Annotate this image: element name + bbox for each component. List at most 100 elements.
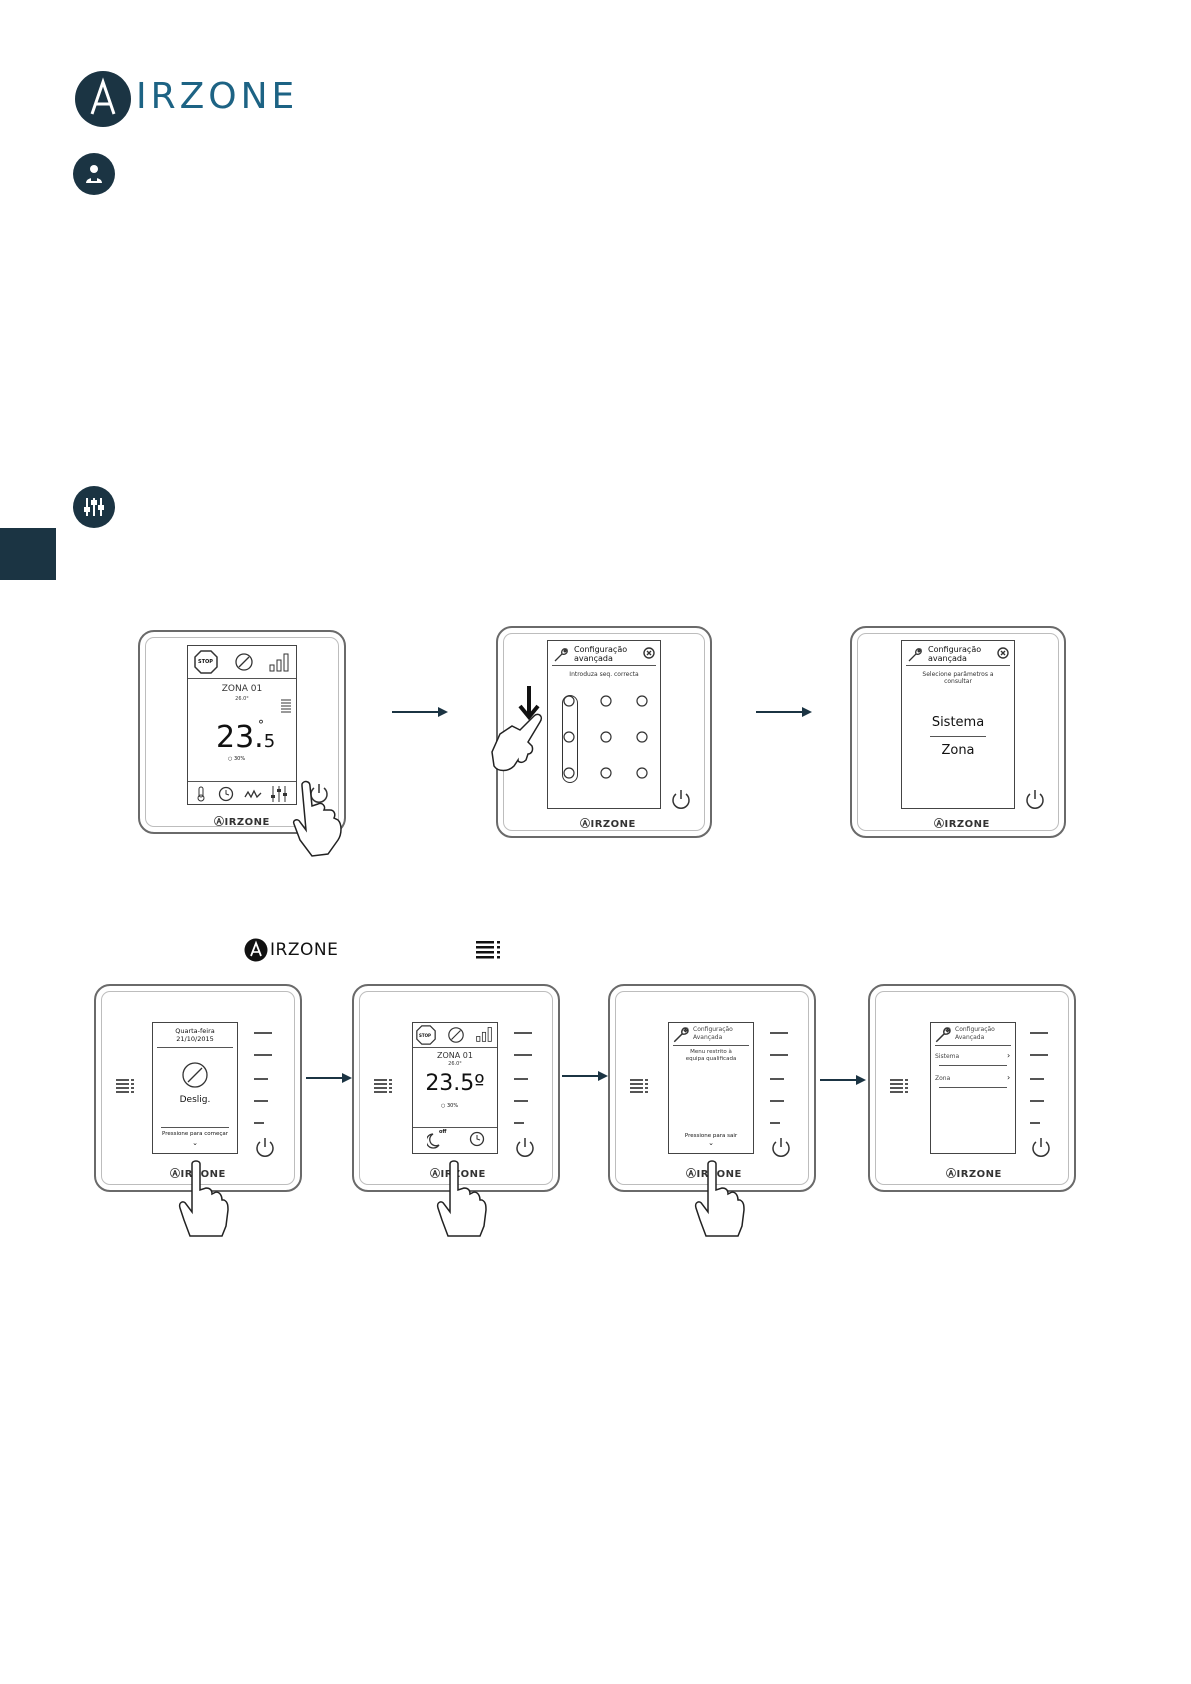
menu-lines-icon[interactable] bbox=[116, 1078, 136, 1096]
menu-lines-icon[interactable] bbox=[890, 1078, 910, 1096]
pattern-grid[interactable] bbox=[558, 695, 658, 787]
touch-key[interactable] bbox=[514, 1054, 532, 1056]
date-block: Quarta-feira 21/10/2015 bbox=[153, 1027, 237, 1043]
section-tab bbox=[0, 528, 56, 580]
screen-title: Configuração Avançada bbox=[693, 1026, 733, 1042]
menu-item-zone[interactable]: Zona bbox=[941, 743, 975, 758]
thermostat-standby: Quarta-feira 21/10/2015 Deslig. Pression… bbox=[94, 984, 302, 1192]
touch-key[interactable] bbox=[770, 1054, 788, 1056]
restricted-message: Menu restrito à equipa qualificada bbox=[669, 1049, 753, 1063]
sliders-icon bbox=[73, 486, 115, 528]
instruction-line-1: Selecione parâmetros a bbox=[922, 671, 994, 678]
touch-key[interactable] bbox=[770, 1032, 788, 1034]
brand-text: IRZONE bbox=[944, 819, 990, 830]
settings-sliders-icon[interactable] bbox=[270, 785, 288, 803]
touch-key[interactable] bbox=[514, 1078, 528, 1080]
power-icon[interactable] bbox=[1024, 788, 1046, 810]
power-icon[interactable] bbox=[514, 1136, 536, 1158]
touch-key[interactable] bbox=[1030, 1032, 1048, 1034]
password-screen: Configuração avançada Introduza seq. cor… bbox=[547, 640, 661, 809]
zone-name: ZONA 01 bbox=[221, 684, 263, 694]
stop-icon[interactable] bbox=[416, 1025, 436, 1045]
signal-bars-icon[interactable] bbox=[475, 1025, 493, 1043]
touch-key[interactable] bbox=[254, 1100, 268, 1102]
arrow-down-icon bbox=[518, 686, 540, 720]
brand-text: IRZONE bbox=[956, 1169, 1002, 1180]
thermometer-icon[interactable] bbox=[196, 786, 210, 802]
device-brand[interactable]: ⒶIRZONE bbox=[170, 1164, 226, 1182]
start-prompt[interactable]: Pressione para começar bbox=[161, 1131, 228, 1137]
menu-lines-icon[interactable] bbox=[630, 1078, 650, 1096]
drop-icon: ○ bbox=[228, 756, 233, 762]
arrow-right-icon bbox=[562, 1071, 608, 1081]
temp-integer: 23. bbox=[216, 720, 264, 755]
wave-icon[interactable] bbox=[244, 788, 262, 800]
touch-key[interactable] bbox=[1030, 1078, 1044, 1080]
title-line-1: Configuração bbox=[693, 1026, 733, 1033]
menu-item-system[interactable]: Sistema bbox=[935, 1053, 960, 1060]
brand-a-icon: Ⓐ bbox=[214, 817, 225, 828]
power-icon[interactable] bbox=[770, 1136, 792, 1158]
brand-text: IRZONE bbox=[590, 819, 636, 830]
sleep-moon-icon[interactable] bbox=[427, 1131, 445, 1149]
touch-key[interactable] bbox=[254, 1122, 264, 1124]
chevron-down-icon: ⌄ bbox=[708, 1139, 714, 1147]
touch-key[interactable] bbox=[770, 1100, 784, 1102]
device-brand: ⒶIRZONE bbox=[934, 814, 990, 832]
device-brand: ⒶIRZONE bbox=[946, 1164, 1002, 1182]
stop-icon[interactable] bbox=[194, 650, 218, 674]
humidity-value: 30% bbox=[233, 756, 246, 762]
touch-key[interactable] bbox=[254, 1078, 268, 1080]
eco-leaf-icon[interactable] bbox=[447, 1026, 465, 1044]
menu-lines-icon[interactable] bbox=[374, 1078, 394, 1096]
humidity: ○ 30% bbox=[441, 1103, 458, 1109]
thermostat-home: STOP ZONA 01 26.0° 23.5 ° ○ 30% bbox=[138, 630, 346, 834]
restricted-screen: Configuração Avançada Menu restrito à eq… bbox=[668, 1022, 754, 1154]
title-line-2: avançada bbox=[574, 654, 613, 663]
eco-leaf-icon[interactable] bbox=[234, 652, 254, 672]
close-icon[interactable] bbox=[643, 647, 655, 659]
menu-item-zone[interactable]: Zona bbox=[935, 1075, 951, 1082]
touch-key[interactable] bbox=[514, 1122, 524, 1124]
touch-key[interactable] bbox=[770, 1078, 784, 1080]
touch-key[interactable] bbox=[1030, 1100, 1044, 1102]
touch-key[interactable] bbox=[1030, 1122, 1040, 1124]
device-brand: ⒶIRZONE bbox=[580, 814, 636, 832]
touch-key[interactable] bbox=[1030, 1054, 1048, 1056]
clock-icon[interactable] bbox=[469, 1131, 485, 1147]
exit-prompt[interactable]: Pressione para sair bbox=[684, 1133, 738, 1139]
clock-icon[interactable] bbox=[218, 786, 234, 802]
title-line-1: Configuração bbox=[928, 645, 982, 654]
device-brand[interactable]: ⒶIRZONE bbox=[686, 1164, 742, 1182]
menu-lines-icon bbox=[476, 941, 500, 959]
power-icon[interactable] bbox=[670, 788, 692, 810]
power-icon[interactable] bbox=[1030, 1136, 1052, 1158]
close-icon[interactable] bbox=[997, 647, 1009, 659]
standby-screen: Quarta-feira 21/10/2015 Deslig. Pression… bbox=[152, 1022, 238, 1154]
hand-pointer-icon bbox=[178, 1160, 229, 1237]
touch-key[interactable] bbox=[514, 1100, 528, 1102]
temp-degree: ° bbox=[258, 718, 264, 732]
title-line-2: Avançada bbox=[955, 1034, 985, 1041]
touch-key[interactable] bbox=[254, 1032, 272, 1034]
power-icon[interactable] bbox=[254, 1136, 276, 1158]
brand-text: IRZONE bbox=[440, 1169, 486, 1180]
touch-key[interactable] bbox=[254, 1054, 272, 1056]
message-line-1: Menu restrito à bbox=[690, 1049, 732, 1055]
menu-item-system[interactable]: Sistema bbox=[931, 715, 985, 730]
fan-speed-icon[interactable] bbox=[280, 698, 292, 714]
message-line-2: equipa qualificada bbox=[685, 1056, 737, 1062]
chevron-right-icon: › bbox=[1007, 1051, 1011, 1060]
chevron-down-icon: ⌄ bbox=[192, 1139, 198, 1147]
airzone-logo: IRZONE bbox=[74, 70, 294, 130]
arrow-right-icon bbox=[820, 1075, 866, 1085]
touch-key[interactable] bbox=[770, 1122, 780, 1124]
signal-bars-icon[interactable] bbox=[268, 651, 290, 673]
device-brand[interactable]: ⒶIRZONE bbox=[430, 1164, 486, 1182]
arrow-right-icon bbox=[306, 1073, 352, 1083]
arrow-right-icon bbox=[392, 707, 448, 717]
thermostat-home-blue: STOP ZONA 01 26.0° 23.5º ○ 30% off ⒶIRZO… bbox=[352, 984, 560, 1192]
temperature: 23.5º bbox=[425, 1071, 485, 1096]
brand-text: IRZONE bbox=[180, 1169, 226, 1180]
touch-key[interactable] bbox=[514, 1032, 532, 1034]
